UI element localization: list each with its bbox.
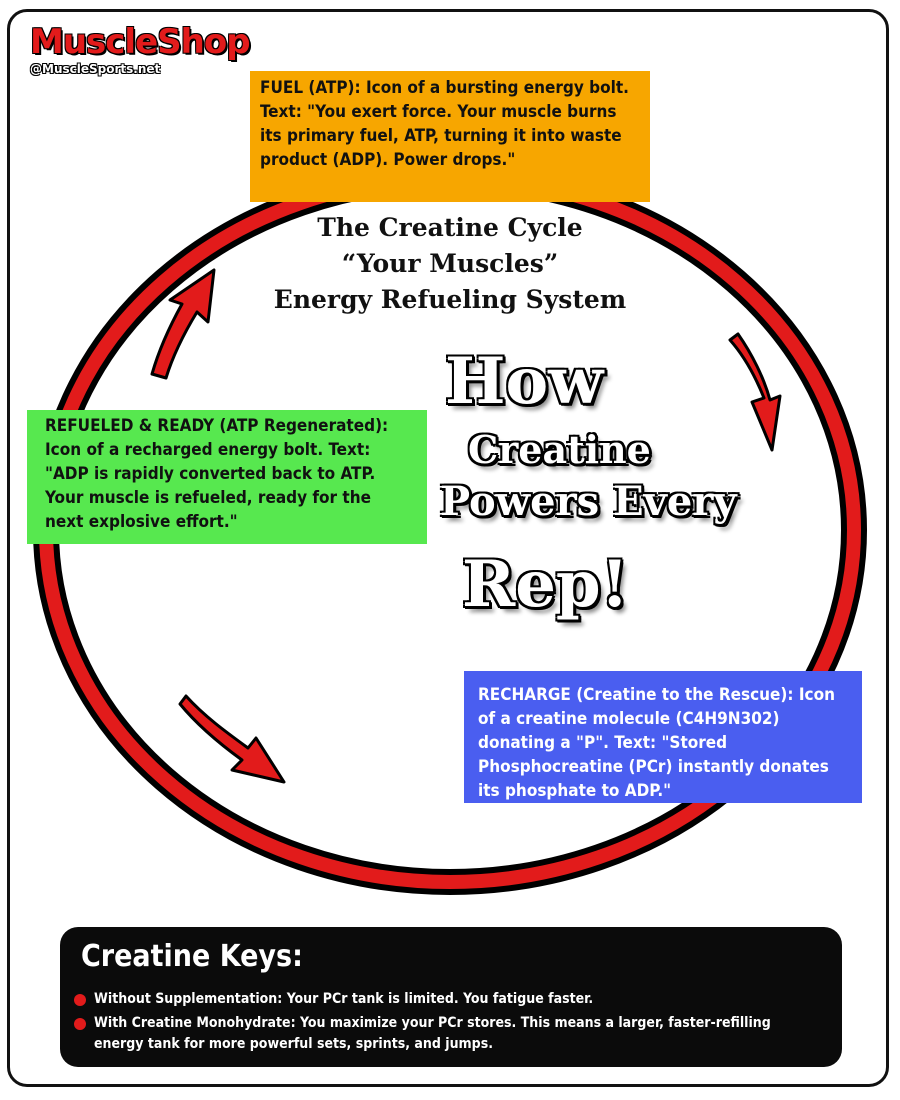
stage-fuel-text: FUEL (ATP): Icon of a bursting energy bo… xyxy=(260,78,629,170)
creatine-keys-title: Creatine Keys: xyxy=(81,939,303,974)
key-item: With Creatine Monohydrate: You maximize … xyxy=(74,1013,814,1055)
creatine-keys-panel: Creatine Keys: Without Supplementation: … xyxy=(60,927,842,1067)
cycle-title-line3: Energy Refueling System xyxy=(273,285,627,314)
stage-refueled-box: REFUELED & READY (ATP Regenerated): Icon… xyxy=(27,410,427,544)
stage-recharge-text: RECHARGE (Creatine to the Rescue): Icon … xyxy=(478,685,835,801)
headline-rep: Rep! xyxy=(462,547,629,622)
brand-handle: @MuscleSports.net xyxy=(30,62,161,76)
brand-logo: MuscleShop xyxy=(30,22,251,62)
stage-refueled-text: REFUELED & READY (ATP Regenerated): Icon… xyxy=(45,416,389,532)
key-item-text: With Creatine Monohydrate: You maximize … xyxy=(94,1015,771,1052)
headline-how: How xyxy=(445,344,604,419)
key-item-text: Without Supplementation: Your PCr tank i… xyxy=(94,991,594,1007)
cycle-arrow-right xyxy=(728,332,782,452)
stage-recharge-box: RECHARGE (Creatine to the Rescue): Icon … xyxy=(464,671,862,803)
bullet-dot-icon xyxy=(74,1018,86,1030)
stage-fuel-box: FUEL (ATP): Icon of a bursting energy bo… xyxy=(250,71,650,202)
headline-creatine: Creatine xyxy=(468,427,651,472)
cycle-arrow-lower-left xyxy=(178,694,286,784)
cycle-title: The Creatine Cycle “Your Muscles” Energy… xyxy=(220,210,680,318)
cycle-title-line1: The Creatine Cycle xyxy=(317,213,583,242)
headline-powers-every: Powers Every xyxy=(440,478,737,525)
key-item: Without Supplementation: Your PCr tank i… xyxy=(74,989,814,1010)
cycle-title-line2: “Your Muscles” xyxy=(341,249,559,278)
bullet-dot-icon xyxy=(74,994,86,1006)
cycle-arrow-upper-left xyxy=(150,268,216,380)
